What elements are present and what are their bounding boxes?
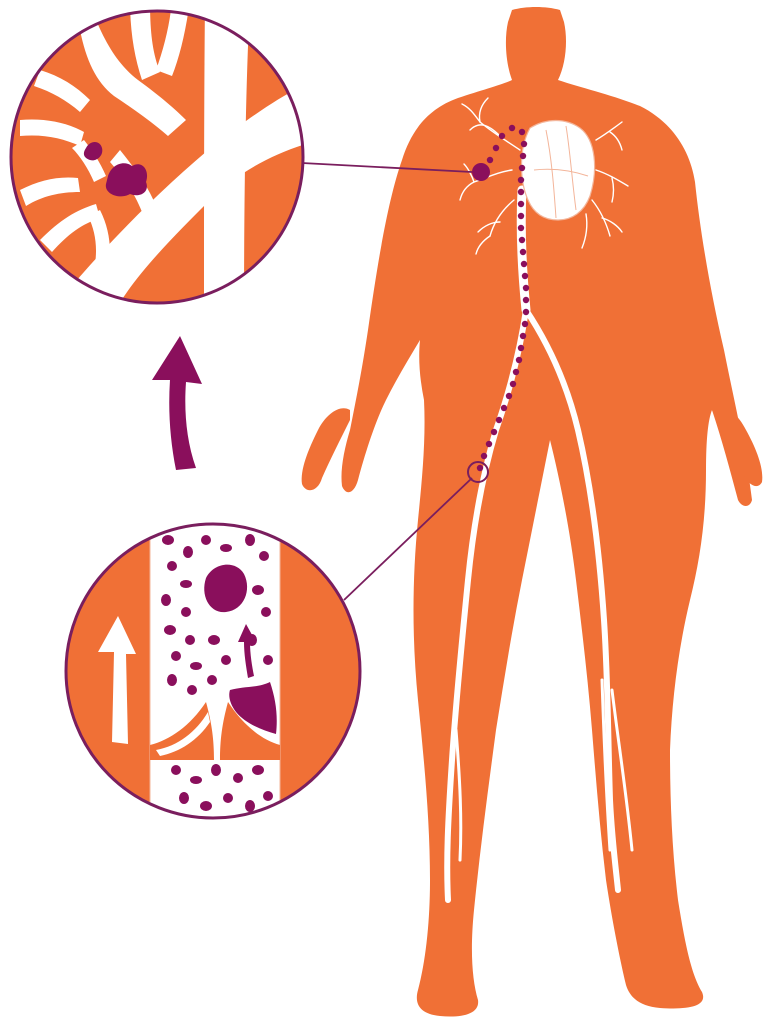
leg-vein-inset bbox=[66, 520, 360, 830]
progression-arrow bbox=[152, 336, 202, 470]
lung-arteries-inset bbox=[11, 0, 320, 320]
heart-shape bbox=[522, 121, 595, 221]
heart bbox=[522, 121, 595, 221]
pulmonary-embolus-site bbox=[472, 163, 490, 181]
